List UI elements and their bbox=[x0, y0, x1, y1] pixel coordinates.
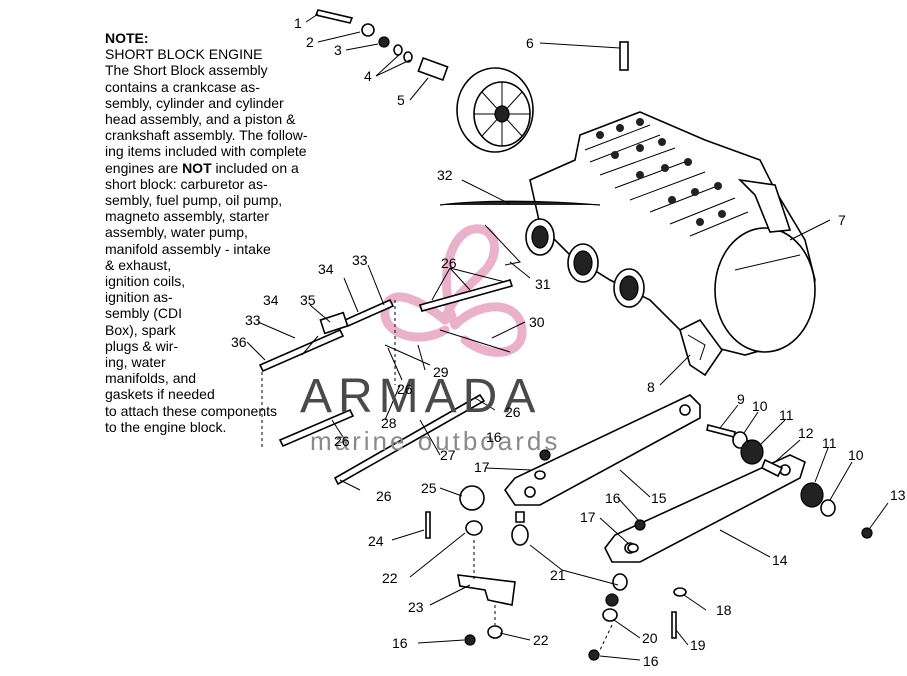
note-line: Box), spark bbox=[105, 321, 176, 338]
callout-26b: 26 bbox=[397, 381, 413, 397]
callout-22b: 22 bbox=[533, 632, 549, 648]
note-line: to the engine block. bbox=[105, 418, 227, 435]
callout-9: 9 bbox=[737, 391, 745, 407]
note-line: sembly, cylinder and cylinder bbox=[105, 94, 284, 111]
note-line: sembly, fuel pump, oil pump, bbox=[105, 192, 283, 209]
callout-11b: 11 bbox=[822, 435, 837, 451]
callout-4: 4 bbox=[364, 68, 372, 84]
callout-31: 31 bbox=[535, 276, 551, 292]
callout-32: 32 bbox=[437, 167, 453, 183]
callout-34a: 34 bbox=[318, 261, 334, 277]
callout-14: 14 bbox=[772, 552, 788, 568]
callout-25: 25 bbox=[421, 480, 437, 496]
callout-22a: 22 bbox=[382, 570, 398, 586]
callout-10: 10 bbox=[752, 398, 768, 414]
watermark-brand: ARMADA bbox=[300, 370, 541, 423]
note-line: & exhaust, bbox=[105, 256, 172, 273]
callout-20: 20 bbox=[642, 630, 658, 646]
cables-and-rods bbox=[258, 200, 601, 486]
callout-12: 12 bbox=[798, 425, 814, 441]
note-line: to attach these components bbox=[105, 402, 277, 419]
callout-24: 24 bbox=[368, 533, 384, 549]
note-line: manifolds, and bbox=[105, 370, 197, 387]
callout-26a: 26 bbox=[441, 255, 457, 271]
note-line: manifold assembly - intake bbox=[105, 240, 271, 257]
fastener-stack bbox=[314, 9, 413, 63]
note-line-end: included on a bbox=[211, 159, 299, 176]
note-line: ing, water bbox=[105, 354, 166, 371]
note-line: assembly, water pump, bbox=[105, 224, 248, 241]
carburetor-throats bbox=[525, 218, 645, 308]
callout-23: 23 bbox=[408, 599, 424, 615]
callout-16c: 16 bbox=[643, 653, 659, 669]
callout-26e: 26 bbox=[376, 488, 392, 504]
callout-27: 27 bbox=[440, 447, 456, 463]
note-line: SHORT BLOCK ENGINE bbox=[105, 46, 263, 63]
leader-lines bbox=[246, 13, 889, 661]
note-line: ing items included with complete bbox=[105, 143, 307, 160]
recoil-pulley bbox=[417, 56, 534, 153]
callout-8: 8 bbox=[647, 379, 655, 395]
note-bold-word: NOT bbox=[182, 159, 212, 176]
callout-26c: 26 bbox=[505, 404, 521, 420]
note-line: head assembly, and a piston & bbox=[105, 111, 296, 128]
note-line: The Short Block assembly bbox=[105, 62, 268, 79]
note-line: gaskets if needed bbox=[105, 386, 215, 403]
callout-35: 35 bbox=[300, 292, 316, 308]
note-line: magneto assembly, starter bbox=[105, 208, 269, 225]
callout-16d: 16 bbox=[392, 635, 408, 651]
callout-11: 11 bbox=[779, 407, 794, 423]
callout-21: 21 bbox=[550, 567, 566, 583]
callout-29: 29 bbox=[433, 364, 449, 380]
callout-30: 30 bbox=[529, 314, 545, 330]
note-line-with-bold: engines are NOT included on a bbox=[105, 160, 355, 176]
callout-15: 15 bbox=[651, 490, 667, 506]
note-line-start: engines are bbox=[105, 159, 183, 176]
callout-36: 36 bbox=[231, 334, 247, 350]
callout-13: 13 bbox=[890, 487, 906, 503]
callout-16b: 16 bbox=[605, 490, 621, 506]
callout-7: 7 bbox=[838, 212, 846, 228]
callout-17b: 17 bbox=[580, 509, 596, 525]
note-heading: NOTE: bbox=[105, 30, 149, 46]
callout-labels: 1 2 3 4 5 6 7 8 9 10 11 12 10 11 13 14 1… bbox=[231, 15, 906, 669]
note-line: contains a crankcase as- bbox=[105, 78, 260, 95]
callout-26d: 26 bbox=[334, 433, 350, 449]
note-block: NOTE: SHORT BLOCK ENGINE The Short Block… bbox=[105, 30, 355, 435]
note-line: short block: carburetor as- bbox=[105, 175, 268, 192]
callout-33b: 33 bbox=[245, 312, 261, 328]
note-line: crankshaft assembly. The follow- bbox=[105, 127, 308, 144]
callout-10b: 10 bbox=[848, 447, 864, 463]
watermark-tagline: marine outboards bbox=[310, 426, 560, 456]
callout-34b: 34 bbox=[263, 292, 279, 308]
callout-1: 1 bbox=[294, 15, 302, 31]
callout-6: 6 bbox=[526, 35, 534, 51]
note-line: sembly (CDI bbox=[105, 305, 183, 322]
note-line: ignition as- bbox=[105, 289, 173, 306]
head-bolts bbox=[596, 118, 726, 226]
callout-17a: 17 bbox=[474, 459, 490, 475]
callout-16a: 16 bbox=[486, 429, 502, 445]
note-line: ignition coils, bbox=[105, 273, 186, 290]
callout-5: 5 bbox=[397, 92, 405, 108]
callout-2: 2 bbox=[306, 34, 314, 50]
callout-3: 3 bbox=[334, 42, 342, 58]
callout-18: 18 bbox=[716, 602, 732, 618]
engine-assembly bbox=[525, 41, 816, 377]
callout-28: 28 bbox=[381, 415, 397, 431]
note-line: plugs & wir- bbox=[105, 337, 179, 354]
callout-33a: 33 bbox=[352, 252, 368, 268]
callout-19: 19 bbox=[690, 637, 706, 653]
mounting-brackets bbox=[504, 394, 806, 563]
mount-hardware bbox=[425, 424, 873, 661]
